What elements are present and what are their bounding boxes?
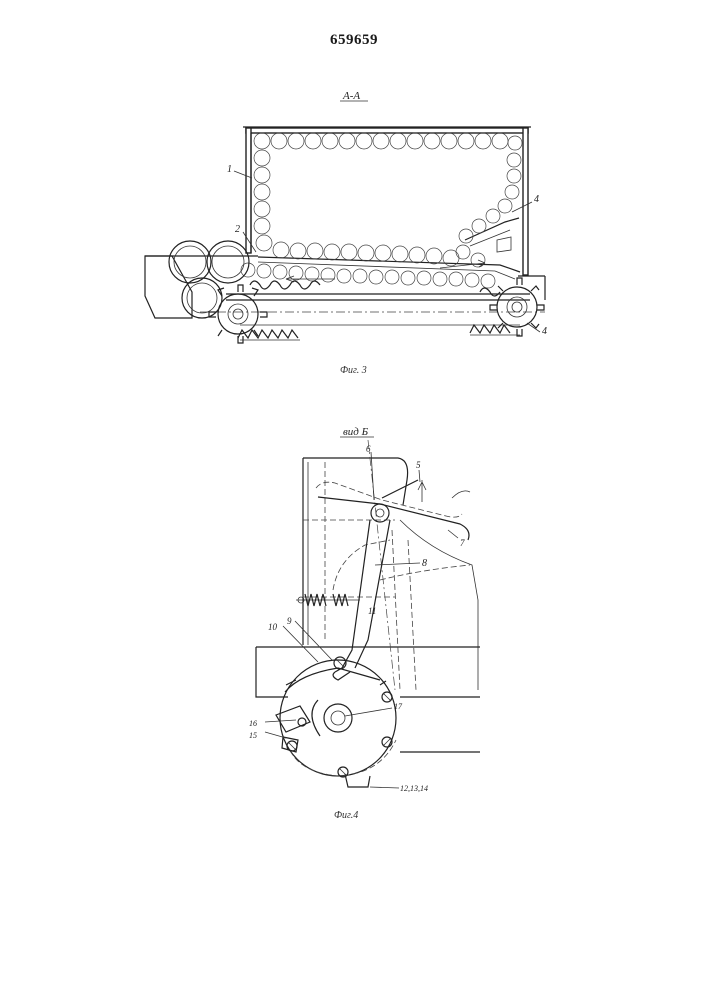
callout-11: 11 bbox=[368, 606, 376, 616]
fig4-caption: Фиг.4 bbox=[334, 810, 358, 821]
callout-17: 17 bbox=[394, 702, 403, 711]
chain-bottom-links bbox=[238, 325, 520, 340]
hopper-box bbox=[243, 127, 531, 275]
callout-10: 10 bbox=[268, 622, 278, 632]
callout-16: 16 bbox=[249, 719, 257, 728]
balls-top-row bbox=[254, 133, 522, 150]
gripper-jaw bbox=[316, 480, 470, 540]
callout-5: 5 bbox=[416, 460, 421, 470]
callout-4-upper: 4 bbox=[534, 194, 539, 205]
figure-4: вид Б bbox=[249, 426, 480, 821]
drum-rollers bbox=[169, 241, 249, 318]
callout-6: 6 bbox=[366, 444, 371, 454]
callout-2: 2 bbox=[235, 224, 240, 235]
inclined-guide bbox=[258, 218, 520, 279]
right-sprocket bbox=[490, 278, 544, 336]
callout-1: 1 bbox=[227, 164, 232, 175]
fig3-section-label: А-А bbox=[342, 90, 360, 102]
callout-4-lower: 4 bbox=[542, 326, 547, 337]
callout-7: 7 bbox=[460, 538, 465, 548]
tension-spring bbox=[296, 594, 360, 606]
fig3-leaders bbox=[234, 171, 540, 332]
callout-12-13-14: 12,13,14 bbox=[400, 784, 428, 793]
pivot-lever bbox=[333, 504, 390, 680]
hidden-lines bbox=[303, 440, 470, 690]
callout-9: 9 bbox=[287, 616, 292, 626]
balls-left-column bbox=[254, 150, 272, 251]
fig4-view-label: вид Б bbox=[343, 426, 369, 438]
callout-15: 15 bbox=[249, 731, 257, 740]
fig3-caption: Фиг. 3 bbox=[340, 365, 367, 376]
figure-3: А-А bbox=[145, 90, 547, 376]
callout-8: 8 bbox=[422, 558, 427, 569]
